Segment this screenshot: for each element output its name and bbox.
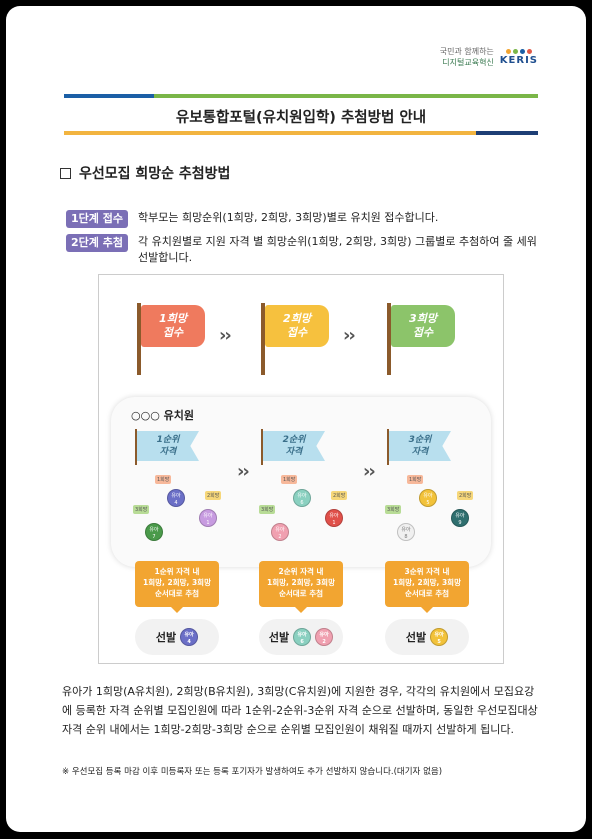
document-page: 국민과 함께하는 디지털교육혁신 KERIS 유보통합포털(유치원입학) 추첨방… [6,6,586,832]
chevron-right-icon: ›› [343,325,356,346]
step-text: 학부모는 희망순위(1희망, 2희망, 3희망)별로 유치원 접수합니다. [137,211,439,224]
hope-mini-label: 2희망 [331,491,348,500]
section-heading: 우선모집 희망순 추첨방법 [60,163,230,183]
step-text: 각 유치원별로 지원 자격 별 희망순위(1희망, 2희망, 3희망) 그룹별로… [137,235,537,264]
title-top-bar [64,94,538,98]
hope-mini-label: 2희망 [457,491,474,500]
footnote: ※ 우선모집 등록 마감 이후 미등록자 또는 등록 포기자가 발생하여도 추가… [62,767,443,777]
step-1: 1단계 접수 학부모는 희망순위(1희망, 2희망, 3희망)별로 유치원 접수… [66,210,538,228]
step-badge: 2단계 추첨 [66,234,128,252]
chevron-right-icon: ›› [219,325,232,346]
chevron-right-icon: ›› [237,461,250,482]
rank-pennant-pole [135,429,137,465]
kindergarten-label: ○○○ 유치원 [131,409,194,422]
logo-slogan-line2: 디지털교육혁신 [442,58,494,67]
rank-pennant-pole [261,429,263,465]
section-title: 우선모집 희망순 추첨방법 [79,166,231,182]
chevron-right-icon: ›› [363,461,376,482]
hope-mini-label: 3희망 [259,505,276,514]
hope-mini-label: 1희망 [407,475,424,484]
page-title: 유보통합포털(유치원입학) 추첨방법 안내 [175,110,427,126]
logo-dots-icon [505,48,532,54]
hope-mini-label: 1희망 [155,475,172,484]
step-badge: 1단계 접수 [66,210,128,228]
checkbox-square-icon [60,167,71,179]
hope-mini-label: 1희망 [281,475,298,484]
step-2: 2단계 추첨 각 유치원별로 지원 자격 별 희망순위(1희망, 2희망, 3희… [66,234,538,266]
hope-mini-label: 3희망 [133,505,150,514]
explanation-paragraph: 유아가 1희망(A유치원), 2희망(B유치원), 3희망(C유치원)에 지원한… [62,685,538,736]
title-bottom-bar [64,131,538,135]
logo-brand: KERIS [499,54,538,66]
hope-mini-label: 2희망 [205,491,222,500]
hope-mini-label: 3희망 [385,505,402,514]
rank-pennant-pole [387,429,389,465]
logo-slogan-line1: 국민과 함께하는 [439,47,494,56]
keris-logo: 국민과 함께하는 디지털교육혁신 KERIS [440,46,538,68]
